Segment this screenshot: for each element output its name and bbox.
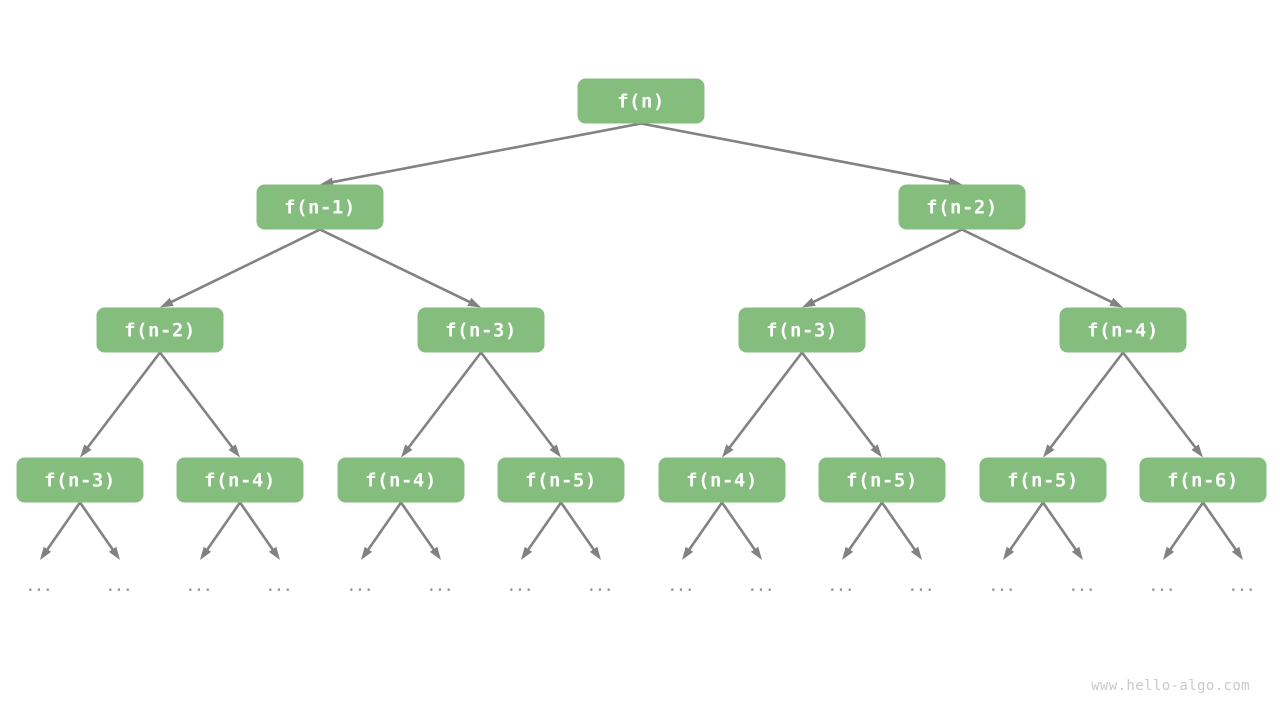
node-label: f(n-3)	[44, 470, 116, 492]
ellipsis-mark: ...	[187, 572, 213, 596]
tree-node[interactable]: f(n-1)	[256, 184, 384, 230]
node-box	[979, 457, 1107, 503]
node-box	[96, 307, 224, 353]
node-label: f(n-3)	[766, 320, 838, 342]
leaf-stub-arrow-n9-left	[361, 501, 403, 560]
leaf-stub-arrow-n14-right	[1201, 501, 1243, 560]
tree-node[interactable]: f(n)	[577, 78, 705, 124]
node-label: f(n-5)	[846, 470, 918, 492]
leaf-stub-arrow-n10-left	[521, 501, 563, 560]
ellipsis-mark: ...	[749, 572, 775, 596]
tree-node[interactable]: f(n-6)	[1139, 457, 1267, 503]
edge-n0-to-n1	[320, 122, 642, 187]
leaf-stub-arrow-n13-right	[1041, 501, 1083, 560]
node-label: f(n-4)	[365, 470, 437, 492]
edge-n2-to-n6	[961, 228, 1123, 308]
edge-n5-to-n11	[722, 351, 804, 458]
node-box	[658, 457, 786, 503]
ellipsis-mark: ...	[669, 572, 695, 596]
tree-node[interactable]: f(n-2)	[898, 184, 1026, 230]
node-label: f(n-5)	[1007, 470, 1079, 492]
node-label: f(n)	[617, 91, 665, 113]
ellipsis-mark: ...	[508, 572, 534, 596]
node-label: f(n-1)	[284, 197, 356, 219]
leaf-stub-arrow-n9-right	[399, 501, 441, 560]
ellipsis-mark: ...	[428, 572, 454, 596]
edge-n6-to-n14	[1121, 351, 1203, 458]
tree-node[interactable]: f(n-3)	[738, 307, 866, 353]
tree-node[interactable]: f(n-5)	[497, 457, 625, 503]
edge-n6-to-n13	[1043, 351, 1125, 458]
node-box	[818, 457, 946, 503]
leaf-stub-arrow-n8-left	[200, 501, 242, 560]
tree-node[interactable]: f(n-4)	[337, 457, 465, 503]
ellipsis-mark: ...	[107, 572, 133, 596]
leaf-stub-arrow-n10-right	[559, 501, 601, 560]
node-label: f(n-6)	[1167, 470, 1239, 492]
node-box	[1139, 457, 1267, 503]
tree-node[interactable]: f(n-5)	[979, 457, 1107, 503]
ellipsis-mark: ...	[27, 572, 53, 596]
tree-node[interactable]: f(n-5)	[818, 457, 946, 503]
leaf-stub-arrow-n12-left	[842, 501, 884, 560]
edge-n3-to-n8	[158, 351, 240, 458]
edge-n1-to-n4	[319, 228, 481, 308]
ellipsis-layer: ........................................…	[27, 572, 1256, 596]
edge-n4-to-n10	[479, 351, 561, 458]
node-box	[337, 457, 465, 503]
node-label: f(n-4)	[686, 470, 758, 492]
ellipsis-mark: ...	[348, 572, 374, 596]
edge-n1-to-n3	[160, 228, 321, 308]
node-box	[176, 457, 304, 503]
ellipsis-mark: ...	[829, 572, 855, 596]
node-box	[16, 457, 144, 503]
ellipsis-mark: ...	[1230, 572, 1256, 596]
node-box	[417, 307, 545, 353]
tree-node[interactable]: f(n-3)	[417, 307, 545, 353]
ellipsis-mark: ...	[588, 572, 614, 596]
ellipsis-mark: ...	[1150, 572, 1176, 596]
leaf-stub-arrow-n11-left	[682, 501, 724, 560]
node-label: f(n-2)	[124, 320, 196, 342]
node-label: f(n-4)	[1087, 320, 1159, 342]
edges-layer	[80, 122, 1203, 458]
node-box	[256, 184, 384, 230]
leaf-stub-arrow-n8-right	[238, 501, 280, 560]
tree-node[interactable]: f(n-3)	[16, 457, 144, 503]
ellipsis-mark: ...	[909, 572, 935, 596]
node-box	[738, 307, 866, 353]
edge-n5-to-n12	[800, 351, 882, 458]
nodes-layer: f(n) f(n-1) f(n-2) f(n-2) f(n-3) f(n-3) f(n-4)…	[16, 78, 1267, 503]
node-label: f(n-5)	[525, 470, 597, 492]
node-box	[577, 78, 705, 124]
leaf-stub-arrow-n14-left	[1163, 501, 1205, 560]
tree-node[interactable]: f(n-2)	[96, 307, 224, 353]
leaf-stub-arrow-n7-left	[40, 501, 82, 560]
leaf-stub-arrow-n7-right	[78, 501, 120, 560]
node-box	[1059, 307, 1187, 353]
node-label: f(n-3)	[445, 320, 517, 342]
node-label: f(n-2)	[926, 197, 998, 219]
leaf-stub-arrow-n12-right	[880, 501, 922, 560]
node-box	[497, 457, 625, 503]
tree-node[interactable]: f(n-4)	[658, 457, 786, 503]
leaf-stub-arrows-layer	[40, 501, 1243, 560]
leaf-stub-arrow-n11-right	[720, 501, 762, 560]
edge-n3-to-n7	[80, 351, 162, 458]
leaf-stub-arrow-n13-left	[1003, 501, 1045, 560]
ellipsis-mark: ...	[267, 572, 293, 596]
node-label: f(n-4)	[204, 470, 276, 492]
watermark: www.hello-algo.com	[1091, 678, 1250, 694]
ellipsis-mark: ...	[990, 572, 1016, 596]
node-box	[898, 184, 1026, 230]
edge-n0-to-n2	[640, 122, 962, 187]
tree-node[interactable]: f(n-4)	[1059, 307, 1187, 353]
edge-n4-to-n9	[401, 351, 483, 458]
tree-node[interactable]: f(n-4)	[176, 457, 304, 503]
ellipsis-mark: ...	[1070, 572, 1096, 596]
edge-n2-to-n5	[802, 228, 963, 308]
